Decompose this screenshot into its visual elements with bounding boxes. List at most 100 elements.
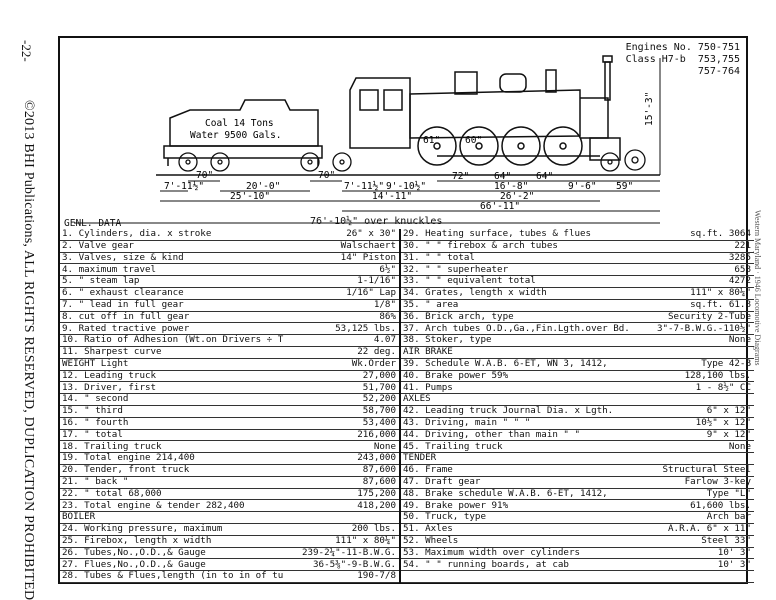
value-right: None [728,334,751,346]
dim-9-10: 9'-10½" [386,181,426,192]
page-number: -22- [19,40,34,62]
value-right: 9" x 12" [706,429,751,440]
tender-wheels [178,152,352,172]
value-right: sq.ft. 61.8 [690,299,751,310]
value-right: Structural Steel [662,464,751,476]
dim-70-tender-b: 70" [318,170,335,181]
label-left: 28. Tubes & Flues,length (in to in of tu… [62,570,284,582]
label-right: 43. Driving, main " " " [403,417,531,428]
dim-16-8: 16'-8" [494,181,528,192]
label-right: 29. Heating surface, tubes & flues [403,229,592,240]
value-right: 61,600 lbs. [690,499,751,511]
label-right: 54. " " running boards, at cab [403,558,569,570]
dim-7-11-b: 7'-11½" [344,181,384,192]
value-right [635,346,754,358]
value-left: 200 lbs. [284,523,401,536]
value-right: 10' 3" [717,547,751,558]
label-left: 27. Flues,No.,O.D.,& Gauge [62,558,206,570]
engine-numbers-more: 757-764 [697,66,740,77]
value-left: 36-5⅜"-9-B.W.G. [284,558,401,571]
label-left: 16. " fourth [62,417,129,428]
dim-14-11: 14'-11" [372,191,412,202]
label-right: 38. Stoker, type [403,334,492,346]
value-right [635,571,754,583]
label-left: 1. Cylinders, dia. x stroke [62,229,212,240]
dim-9-6: 9'-6" [568,181,597,192]
label-right: 34. Grates, length x width [403,287,547,299]
label-left: 13. Driver, first [62,381,157,393]
driver-1-size: 61" [423,135,440,146]
value-right: 4272 [728,275,751,287]
left-margin: -22- ©2013 BHI Publications, ALL RIGHTS … [2,0,42,600]
value-left: 14" Piston [284,252,401,264]
label-left: WEIGHT Light [62,358,129,369]
label-left: 18. Trailing truck [62,440,162,452]
value-right: None [728,440,751,452]
boiler-outline [409,55,621,161]
value-left: 27,000 [284,370,401,382]
label-right: 48. Brake schedule W.A.B. 6-ET, 1412, [403,488,608,499]
label-left: 24. Working pressure, maximum [62,523,223,535]
label-right: 41. Pumps [403,381,453,393]
tender-water-label: Water 9500 Gals. [190,130,282,141]
value-right: Type "L" [706,488,751,499]
value-right: 128,100 lbs. [684,370,751,381]
dim-20-0: 20'-0" [246,181,280,192]
value-right [635,394,754,406]
value-left: 52,200 [284,393,401,406]
value-left: 53,400 [284,417,401,430]
value-left: 190-7/8 [284,570,401,583]
value-right: 221 [734,240,751,251]
value-left: 51,700 [284,381,401,394]
engine-numbers: Engines No. 750-751 [625,42,740,53]
label-right: 47. Draft gear [403,476,481,487]
label-left: 8. cut off in full gear [62,311,190,322]
value-left: None [284,440,401,453]
dim-26-2: 26'-2" [500,191,534,202]
value-left: 26" x 30" [284,229,401,241]
value-left: 4.07 [284,334,401,347]
value-left: 418,200 [284,499,401,512]
value-left: 6½" [284,263,401,276]
value-right [635,453,754,465]
value-left: Walschaert [284,240,401,253]
value-right: 111" x 80¼" [690,287,751,299]
side-note: Western Maryland · 1946 Locomotive Diagr… [753,210,762,366]
label-left: 23. Total engine & tender 282,400 [62,499,245,511]
label-left: 19. Total engine 214,400 [62,452,195,464]
value-left: 216,000 [284,429,401,441]
driver-2-size: 60" [465,135,482,146]
dim-64-a: 64" [494,171,511,182]
value-left: 86% [284,311,401,323]
dim-66-11: 66'-11" [480,201,520,212]
leading-truck [600,149,646,172]
label-left: 21. " back " [62,476,129,487]
value-right: 10½" x 12" [695,417,751,428]
value-right: A.R.A. 6" x 11" [668,523,751,535]
value-right: 3285 [728,252,751,263]
label-right: 44. Driving, other than main " " [403,429,581,440]
overall-length: 76'-10½" over knuckles [310,216,443,227]
table-row: 1. Cylinders, dia. x stroke 26" x 30"29. … [60,229,754,241]
label-left: 9. Rated tractive power [62,322,190,334]
label-right: TENDER [403,452,437,464]
value-left: 58,700 [284,405,401,418]
dim-25-10: 25'-10" [230,191,270,202]
value-right: Security 2-Tube [668,311,751,322]
cab-outline [349,77,411,149]
label-right: 36. Brick arch, type [403,311,514,322]
